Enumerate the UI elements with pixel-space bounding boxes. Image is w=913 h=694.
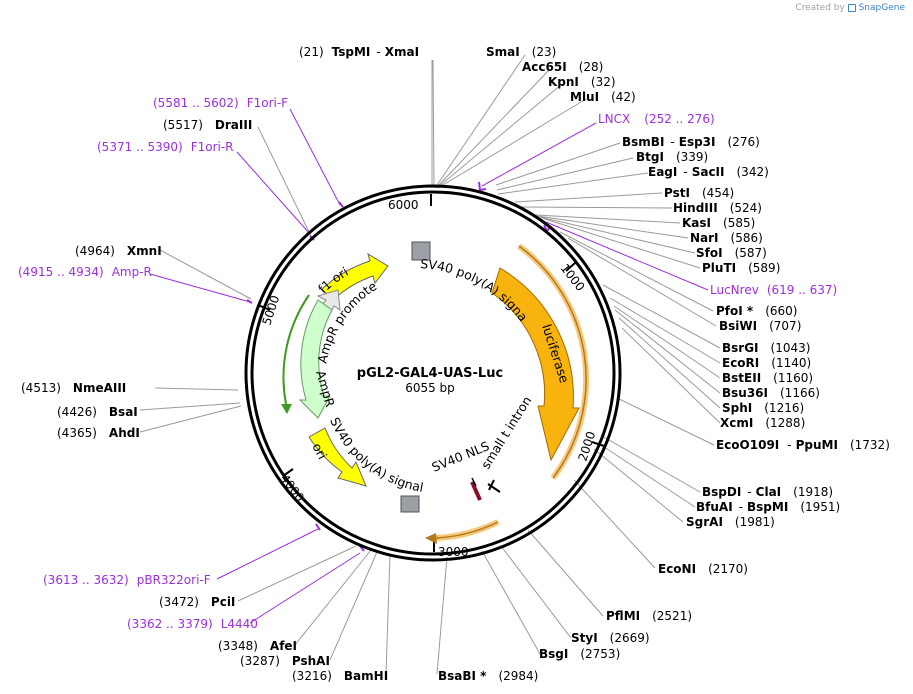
site-bsmbi[interactable]: BsmBI-Esp3I(276) xyxy=(622,135,760,149)
f1-ori-feature[interactable] xyxy=(321,252,389,302)
site-psti[interactable]: PstI(454) xyxy=(664,186,734,200)
site-ecoo109i[interactable]: EcoO109I-PpuMI(1732) xyxy=(716,438,890,452)
site-pshai[interactable]: (3287)PshAI xyxy=(240,654,330,668)
site-bsteii[interactable]: BstEII(1160) xyxy=(722,371,813,385)
plasmid-name: pGL2-GAL4-UAS-Luc xyxy=(357,366,503,381)
small-t-intron-label: small t intron xyxy=(478,393,535,471)
site-bsu36i[interactable]: Bsu36I(1166) xyxy=(722,386,820,400)
site-nari[interactable]: NarI(586) xyxy=(690,231,763,245)
backbone-outer-ring xyxy=(244,184,622,562)
site-draiii[interactable]: (5517)DraIII xyxy=(163,118,252,132)
site-pflmi[interactable]: PflMI(2521) xyxy=(606,609,692,623)
snapgene-credit: Created by SnapGene xyxy=(795,3,905,13)
site-bsrgi[interactable]: BsrGI(1043) xyxy=(722,341,810,355)
small-t-arrow-line xyxy=(435,521,499,539)
site-bfuai[interactable]: BfuAI-BspMI(1951) xyxy=(696,500,840,514)
site-styi[interactable]: StyI(2669) xyxy=(571,631,650,645)
site-kpni[interactable]: KpnI(32) xyxy=(548,75,616,89)
site-mlui[interactable]: MluI(42) xyxy=(570,90,636,104)
ampr-feature[interactable] xyxy=(298,299,333,419)
site-xcmi[interactable]: XcmI(1288) xyxy=(720,416,805,430)
sv40-polya-box-bottom xyxy=(400,495,420,513)
site-bamhi[interactable]: (3216)BamHI xyxy=(292,669,388,683)
site-sphi[interactable]: SphI(1216) xyxy=(722,401,804,415)
site-pcii[interactable]: (3472)PciI xyxy=(159,595,235,609)
site-acc65i[interactable]: Acc65I(28) xyxy=(522,60,603,74)
small-t-arrow xyxy=(435,519,500,541)
sv40-polya-left-label: SV40 poly(A) signal xyxy=(327,415,424,495)
site-sgrai[interactable]: SgrAI(1981) xyxy=(686,515,775,529)
site-hindiii[interactable]: HindIII(524) xyxy=(673,201,762,215)
luciferase-feature[interactable] xyxy=(491,267,580,462)
site-kasi[interactable]: KasI(585) xyxy=(682,216,755,230)
tick-6000: 6000 xyxy=(388,198,419,212)
primer-f1ori-f[interactable]: (5581 .. 5602)F1ori-F xyxy=(153,96,288,110)
site-tspmi[interactable]: (21)TspMI-XmaI xyxy=(299,45,419,59)
site-xmni[interactable]: (4964)XmnI xyxy=(75,244,162,258)
primer-lucnrev[interactable]: LucNrev(619 .. 637) xyxy=(710,283,837,297)
site-bspdi[interactable]: BspDI-ClaI(1918) xyxy=(702,485,833,499)
site-pfoi[interactable]: PfoI *(660) xyxy=(716,304,797,318)
ori-label: ori xyxy=(309,440,330,461)
site-eagi[interactable]: EagI-SacII(342) xyxy=(648,165,769,179)
site-sfoi[interactable]: SfoI(587) xyxy=(696,246,767,260)
sv40-polya-box-top xyxy=(411,241,431,261)
site-ahdi[interactable]: (4365)AhdI xyxy=(57,426,140,440)
site-afei[interactable]: (3348)AfeI xyxy=(218,639,297,653)
site-btgi[interactable]: BtgI(339) xyxy=(636,150,708,164)
ori-feature[interactable] xyxy=(308,427,367,487)
site-smai[interactable]: SmaI(23) xyxy=(486,45,556,59)
primer-amp-r[interactable]: (4915 .. 4934)Amp-R xyxy=(18,265,152,279)
primer-lncx[interactable]: LNCX(252 .. 276) xyxy=(598,112,715,126)
site-pluti[interactable]: PluTI(589) xyxy=(702,261,780,275)
luciferase-outline-arrow-line xyxy=(518,245,587,479)
leader-lines xyxy=(139,54,721,675)
site-nmeaiii[interactable]: (4513)NmeAIII xyxy=(21,381,126,395)
tick-marks xyxy=(257,194,605,552)
site-bsai[interactable]: (4426)BsaI xyxy=(57,405,138,419)
primer-pbr322ori[interactable]: (3613 .. 3632)pBR322ori-F xyxy=(43,573,211,587)
sv40-nls-feature[interactable] xyxy=(470,477,501,501)
site-bsgi[interactable]: BsgI(2753) xyxy=(539,647,620,661)
credit-prefix: Created by xyxy=(795,3,845,13)
site-bsabi[interactable]: BsaBI *(2984) xyxy=(438,669,538,683)
credit-brand: SnapGene xyxy=(858,3,905,13)
site-bsiwi[interactable]: BsiWI(707) xyxy=(719,319,801,333)
site-ecori[interactable]: EcoRI(1140) xyxy=(722,356,811,370)
primer-f1ori-r[interactable]: (5371 .. 5390)F1ori-R xyxy=(97,140,234,154)
tick-3000: 3000 xyxy=(438,545,469,559)
ampr-outer-arrow xyxy=(282,294,310,405)
primer-l4440[interactable]: (3362 .. 3379)L4440 xyxy=(127,617,258,631)
site-econi[interactable]: EcoNI(2170) xyxy=(658,562,748,576)
backbone-inner-ring xyxy=(250,190,616,556)
plasmid-size: 6055 bp xyxy=(405,381,455,395)
snapgene-logo-icon xyxy=(847,3,856,12)
primer-leader-lines xyxy=(149,108,709,624)
